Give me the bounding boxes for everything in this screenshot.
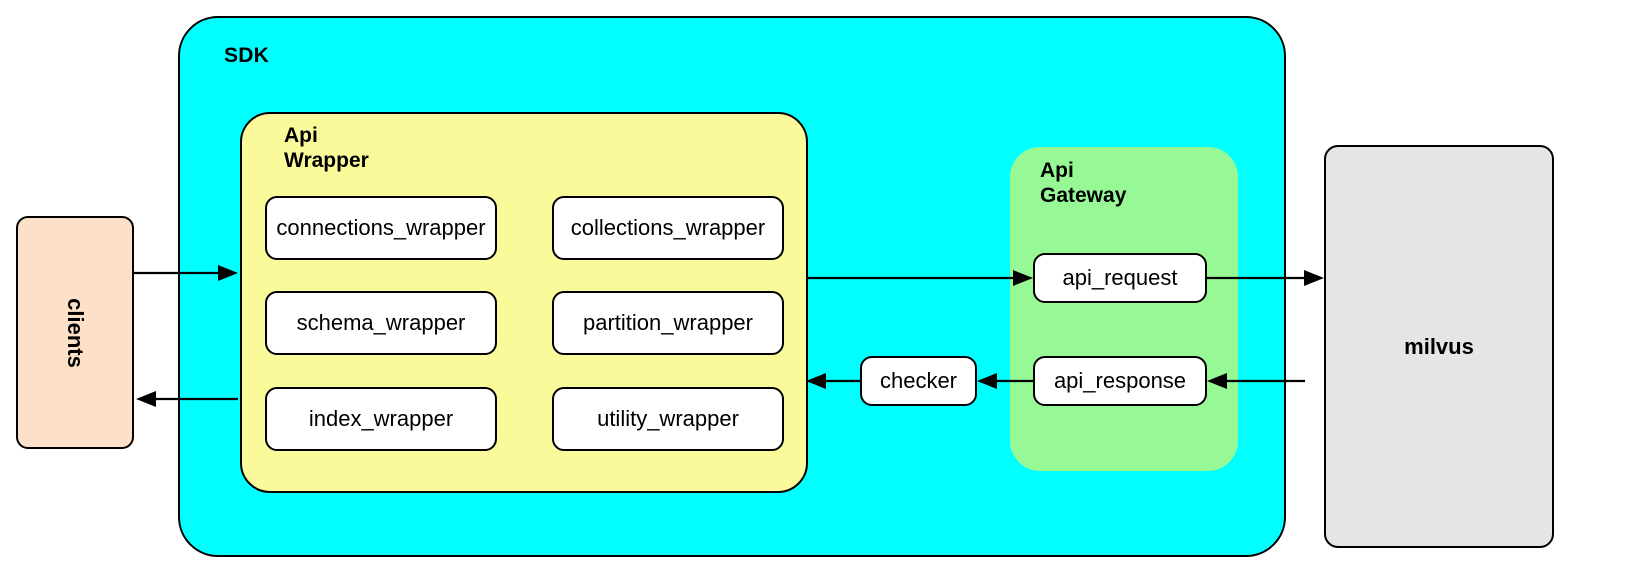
arrow-clients-to-api-wrapper bbox=[134, 265, 238, 281]
checker-node[interactable]: checker bbox=[860, 356, 977, 406]
api-response-node[interactable]: api_response bbox=[1033, 356, 1207, 406]
module-label: collections_wrapper bbox=[570, 215, 766, 240]
arrow-api-wrapper-to-clients bbox=[136, 391, 238, 407]
api-request-label: api_request bbox=[1062, 265, 1178, 290]
arrow-api-wrapper-to-api-gateway bbox=[808, 270, 1033, 286]
arrow-api-response-to-checker bbox=[977, 373, 1033, 389]
module-connections-wrapper[interactable]: connections_wrapper bbox=[265, 196, 497, 260]
module-label: utility_wrapper bbox=[597, 406, 739, 431]
arrow-api-request-to-milvus bbox=[1207, 270, 1324, 286]
module-schema-wrapper[interactable]: schema_wrapper bbox=[265, 291, 497, 355]
milvus-node[interactable]: milvus bbox=[1324, 145, 1554, 548]
api-gateway-title: Api Gateway bbox=[1040, 159, 1127, 207]
module-partition-wrapper[interactable]: partition_wrapper bbox=[552, 291, 784, 355]
module-label: connections_wrapper bbox=[276, 215, 486, 240]
api-gateway-container[interactable]: Api Gateway bbox=[1010, 147, 1238, 471]
api-request-node[interactable]: api_request bbox=[1033, 253, 1207, 303]
clients-node[interactable]: clients bbox=[16, 216, 134, 449]
arrow-milvus-to-api-response bbox=[1207, 373, 1305, 389]
module-label: schema_wrapper bbox=[296, 310, 466, 335]
api-response-label: api_response bbox=[1053, 368, 1187, 393]
module-label: partition_wrapper bbox=[583, 310, 753, 335]
sdk-title: SDK bbox=[224, 44, 269, 67]
arrow-checker-to-api-wrapper bbox=[806, 373, 860, 389]
module-utility-wrapper[interactable]: utility_wrapper bbox=[552, 387, 784, 451]
module-collections-wrapper[interactable]: collections_wrapper bbox=[552, 196, 784, 260]
api-wrapper-title: Api Wrapper bbox=[284, 124, 369, 172]
milvus-label: milvus bbox=[1404, 333, 1474, 359]
module-index-wrapper[interactable]: index_wrapper bbox=[265, 387, 497, 451]
module-label: index_wrapper bbox=[308, 406, 454, 431]
checker-label: checker bbox=[879, 368, 958, 393]
